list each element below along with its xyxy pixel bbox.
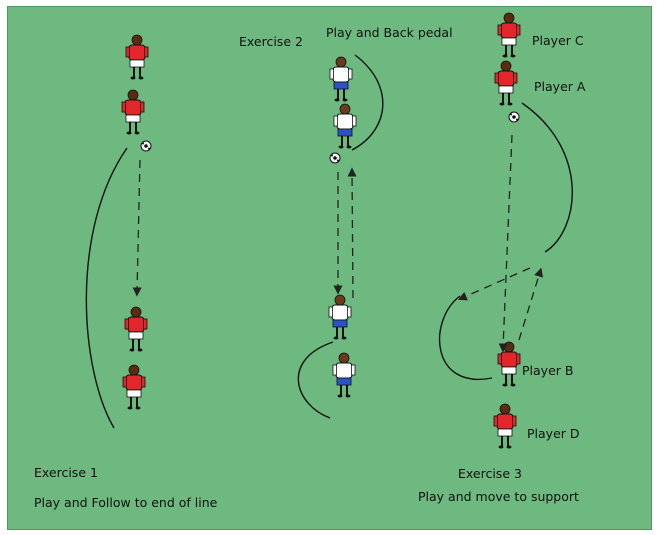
ex1-player-passer (122, 90, 144, 135)
ex1-run-curve (86, 148, 127, 428)
ex3-player-d (494, 404, 516, 449)
ex3-run-a-curve (522, 103, 572, 252)
player-a-label: Player A (534, 79, 585, 94)
ex3-player-b (498, 342, 520, 387)
ex3-ball (509, 112, 519, 122)
ex2-backpedal-curve (352, 55, 383, 150)
ex1-ball (141, 141, 151, 151)
ex2-player-top (330, 57, 352, 102)
exercise2-subtitle: Play and Back pedal (326, 25, 453, 40)
ex1-pass-line (137, 160, 140, 292)
ex2-return-line (352, 172, 353, 298)
ex2-player-passer (334, 104, 356, 149)
ex2-ball (330, 153, 340, 163)
ex3-support-curve (440, 296, 492, 379)
ex2-player-back (333, 353, 355, 398)
exercise3-subtitle: Play and move to support (418, 489, 579, 504)
player-c-label: Player C (532, 33, 584, 48)
ex2-player-receiver (329, 295, 351, 340)
ex1-player-receiver (125, 307, 147, 352)
ex3-pass-b-back (519, 272, 540, 340)
player-b-label: Player B (522, 363, 573, 378)
exercise2-title: Exercise 2 (239, 34, 303, 49)
exercise1-subtitle: Play and Follow to end of line (34, 495, 217, 510)
ex3-player-a (495, 61, 517, 106)
player-d-label: Player D (527, 426, 580, 441)
ex3-player-c (498, 13, 520, 58)
exercise2-group (298, 55, 382, 418)
exercise1-group (86, 35, 151, 428)
exercise1-title: Exercise 1 (34, 465, 98, 480)
ex3-pass-to-support (462, 268, 530, 298)
exercise3-title: Exercise 3 (458, 466, 522, 481)
ex2-run-curve (298, 342, 333, 418)
ex1-player-top (126, 35, 148, 80)
ex3-pass-a-to-b (503, 135, 512, 348)
ex1-player-back (123, 365, 145, 410)
